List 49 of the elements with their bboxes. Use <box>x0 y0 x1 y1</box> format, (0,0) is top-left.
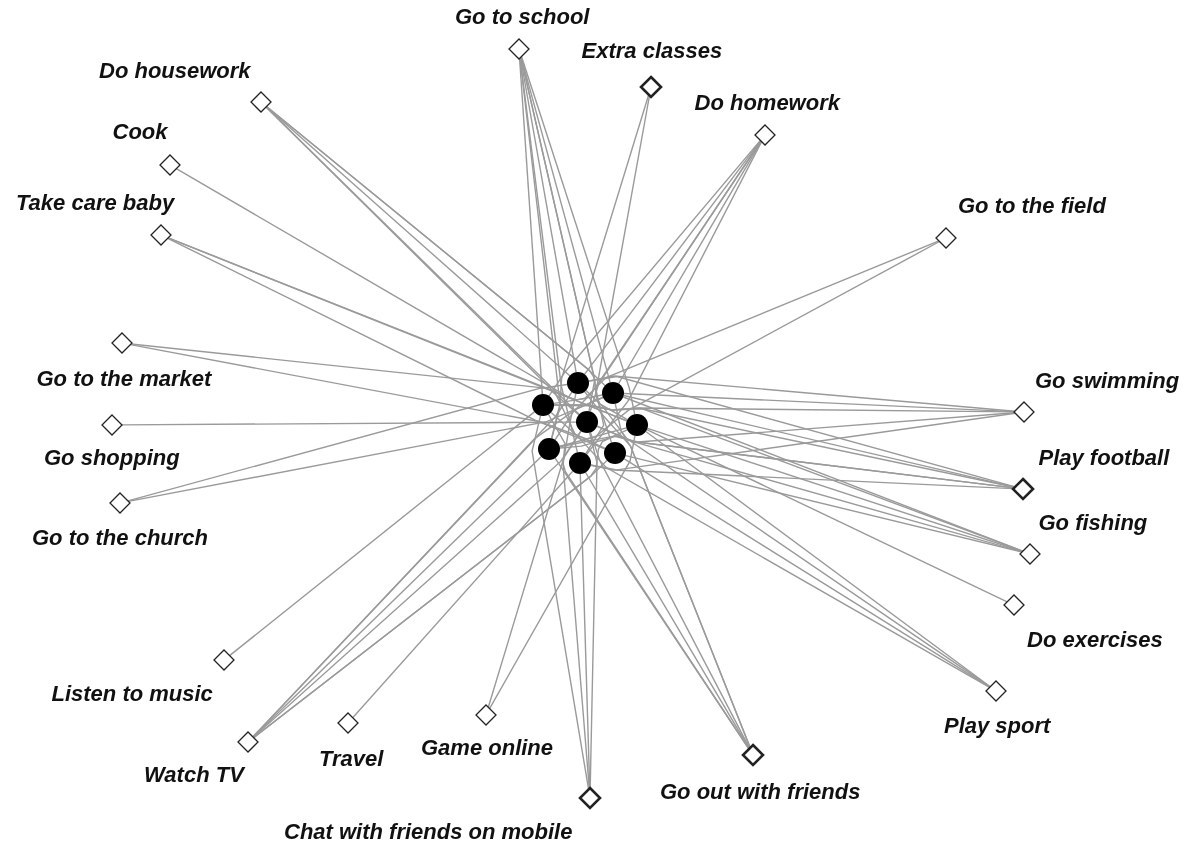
connector-line <box>590 464 1015 490</box>
connector-line <box>129 343 628 440</box>
connector-line <box>645 430 991 688</box>
connector-line <box>588 375 1016 488</box>
activity-label: Go shopping <box>44 446 180 471</box>
activity-label: Go to the field <box>958 194 1106 219</box>
activity-label: Listen to music <box>51 682 213 707</box>
activity-label: Go out with friends <box>660 780 861 805</box>
activity-label: Go to school <box>455 5 590 30</box>
activity-label: Extra classes <box>581 39 723 64</box>
connector-line <box>551 94 650 440</box>
connector-line <box>579 473 591 789</box>
connector-line <box>588 432 598 789</box>
connector-line <box>518 57 543 395</box>
connector-line <box>127 383 568 502</box>
activity-label: Travel <box>319 747 384 772</box>
activity-label: Play football <box>1038 446 1170 471</box>
connector-line <box>531 415 590 791</box>
connector-line <box>590 412 1016 471</box>
connector-line <box>130 343 603 401</box>
activity-label: Go to the market <box>36 367 212 392</box>
activity-label: Do exercises <box>1027 628 1163 653</box>
connector-line <box>121 421 577 426</box>
connector-line <box>488 435 636 710</box>
connector-line <box>553 240 940 405</box>
connector-line <box>646 429 1008 603</box>
connector-line <box>553 404 1024 552</box>
connector-line <box>554 457 750 750</box>
connector-line <box>548 139 762 397</box>
connector-line <box>520 55 636 415</box>
activity-label: Game online <box>421 736 554 761</box>
connector-line <box>558 240 941 447</box>
connector-line <box>625 454 1023 553</box>
activity-label: Play sport <box>944 714 1051 739</box>
connector-line <box>167 237 606 450</box>
connector-line <box>586 140 763 455</box>
activity-label: Go to the church <box>32 526 208 551</box>
activity-label: Cook <box>112 120 168 145</box>
activity-label: Watch TV <box>144 763 244 788</box>
connector-line <box>228 411 536 657</box>
connector-line <box>352 470 574 719</box>
activity-label: Do housework <box>99 59 251 84</box>
activity-label: Do homework <box>694 91 840 116</box>
activity-label: Take care baby <box>16 191 175 216</box>
connector-line <box>585 94 651 455</box>
activity-label: Chat with friends on mobile <box>284 820 573 845</box>
activity-label: Go fishing <box>1038 511 1148 536</box>
connector-line <box>487 430 582 708</box>
activity-label: Go swimming <box>1035 369 1180 394</box>
